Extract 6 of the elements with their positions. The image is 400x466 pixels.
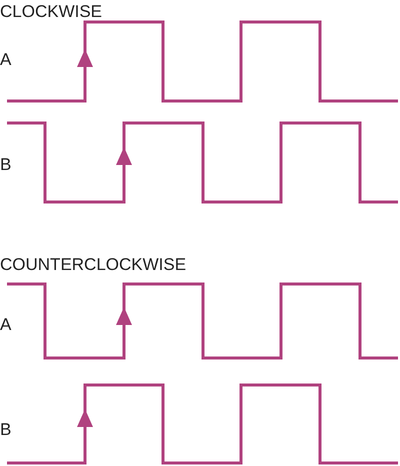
signal-name: A	[0, 315, 12, 335]
signal-name: B	[0, 155, 12, 175]
signal-name: B	[0, 420, 12, 440]
section-heading: CLOCKWISE	[0, 2, 102, 22]
signal-name: A	[0, 50, 12, 70]
section-heading: COUNTERCLOCKWISE	[0, 255, 186, 275]
